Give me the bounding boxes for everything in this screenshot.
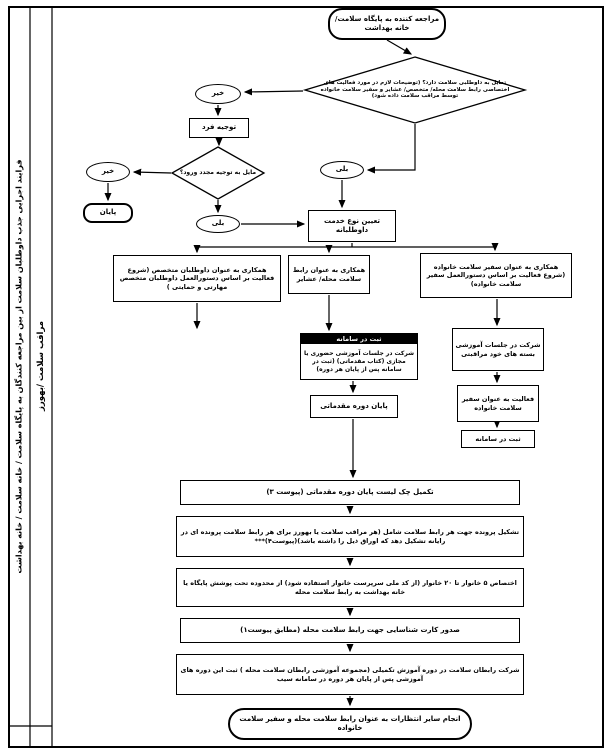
- no-label-2: خیر: [86, 162, 130, 182]
- safir-activity-process: فعالیت به عنوان سفیر سلامت خانواده: [457, 385, 539, 422]
- decision-interest-text: تمایل به داوطلبی سلامت دارد؟ (توضیحات لا…: [320, 79, 510, 100]
- id-card-process: صدور کارت شناسایی جهت رابط سلامت محله (م…: [180, 618, 520, 643]
- process-title-vertical: فرایند اجرایی جذب داوطلبان سلامت از بین …: [14, 159, 24, 573]
- sidebar-process-band: فرایند اجرایی جذب داوطلبان سلامت از بین …: [8, 6, 30, 726]
- orientation-process: توجیه فرد: [189, 118, 249, 138]
- yes-label-2: بلی: [320, 161, 364, 179]
- sidebar-role-band: مراقب سلامت /بهورز: [30, 6, 52, 726]
- figure-border: [8, 6, 604, 748]
- role-title-vertical: مراقب سلامت /بهورز: [35, 320, 46, 412]
- safir-training-process: شرکت در جلسات آموزشی بسته های خود مراقبت…: [452, 328, 544, 371]
- branch-safir-process: همکاری به عنوان سفیر سلامت خانواده (شروع…: [420, 253, 572, 298]
- checklist-process: تکمیل چک لیست پایان دوره مقدماتی (پیوست …: [180, 480, 520, 505]
- end-terminator: پایان: [83, 203, 133, 223]
- sabt-highlight-label: ثبت در سامانه: [301, 334, 417, 345]
- final-terminator: انجام سایر انتظارات به عنوان رابط سلامت …: [228, 708, 472, 740]
- end-basic-course-process: پایان دوره مقدماتی: [310, 395, 398, 418]
- training-sessions-text: شرکت در جلسات آموزشی حضوری یا مجازی (کتا…: [303, 350, 415, 373]
- no-label-1: خیر: [195, 84, 241, 104]
- branch-rabet-process: همکاری به عنوان رابط سلامت محله/ عشایر: [288, 255, 370, 294]
- decision-reentry-text: مایل به توجیه مجدد ورود؟: [179, 169, 257, 177]
- advanced-training-process: شرکت رابطان سلامت در دوره آموزش تکمیلی (…: [176, 654, 524, 695]
- households-process: اختصاص ۵ خانوار تا ۲۰ خانوار (از کد ملی …: [176, 568, 524, 607]
- file-creation-process: تشکیل پرونده جهت هر رابط سلامت شامل (هر …: [176, 516, 524, 557]
- safir-sabt-process: ثبت در سامانه: [461, 430, 535, 448]
- training-sessions-process: ثبت در سامانه شرکت در جلسات آموزشی حضوری…: [300, 333, 418, 380]
- select-service-process: تعیین نوع خدمت داوطلبانه: [308, 210, 396, 242]
- yes-label-1: بلی: [196, 215, 240, 233]
- branch-specialist-process: همکاری به عنوان داوطلبان متخصص (شروع فعا…: [113, 255, 281, 302]
- start-terminator: مراجعه کننده به پایگاه سلامت/ خانه بهداش…: [328, 8, 446, 40]
